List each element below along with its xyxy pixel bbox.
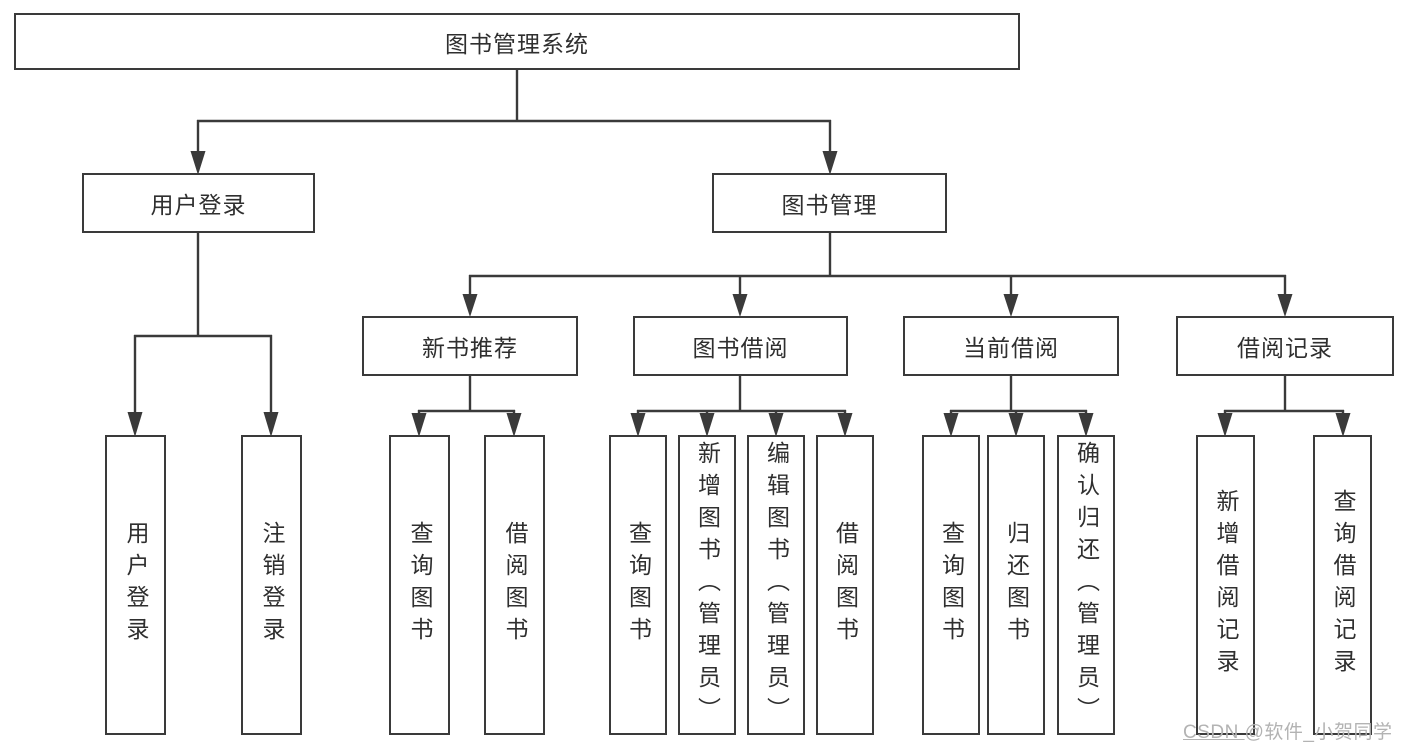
- leaf-bb-borrow-books-label: 借阅图书: [832, 521, 859, 649]
- leaf-bb-add-books-admin: 新增图书（管理员）: [678, 435, 736, 735]
- arrow-new-books: [462, 294, 478, 317]
- leaf-nb-query-books-label: 查询图书: [407, 521, 433, 649]
- arrow-br-add: [1217, 413, 1233, 437]
- arrowheads: [127, 151, 1351, 437]
- leaf-nb-borrow-books-label: 借阅图书: [502, 521, 528, 649]
- csdn-watermark: CSDN @软件_小贺同学: [1183, 717, 1392, 744]
- arrow-nb-query: [411, 413, 427, 437]
- arrow-bb-query: [630, 413, 646, 437]
- leaf-nb-query-books: 查询图书: [389, 435, 450, 735]
- arrow-br-query: [1335, 413, 1351, 437]
- leaf-cb-return-books: 归还图书: [987, 435, 1045, 735]
- node-borrow-records: 借阅记录: [1176, 316, 1394, 376]
- arrow-user-login: [190, 151, 206, 175]
- leaf-bb-add-books-admin-label: 新增图书（管理员）: [694, 441, 721, 729]
- arrow-bb-borrow: [837, 413, 853, 437]
- leaf-br-add-record: 新增借阅记录: [1196, 435, 1255, 735]
- node-root: 图书管理系统: [14, 13, 1020, 70]
- arrow-leaf-login: [127, 412, 143, 437]
- node-borrow-records-label: 借阅记录: [1237, 335, 1333, 361]
- node-user-login-label: 用户登录: [150, 192, 247, 218]
- node-root-label: 图书管理系统: [445, 30, 589, 57]
- node-new-books-label: 新书推荐: [422, 335, 518, 361]
- leaf-cb-confirm-return-admin: 确认归还（管理员）: [1057, 435, 1115, 735]
- node-current-borrow-label: 当前借阅: [963, 335, 1059, 361]
- node-current-borrow: 当前借阅: [903, 316, 1119, 376]
- leaf-cb-query-books-label: 查询图书: [938, 521, 965, 649]
- leaf-cb-query-books: 查询图书: [922, 435, 980, 735]
- arrow-book-mgmt: [822, 151, 838, 175]
- arrow-cb-confirm: [1078, 413, 1094, 437]
- node-book-mgmt: 图书管理: [712, 173, 947, 233]
- node-book-borrow-label: 图书借阅: [692, 335, 789, 361]
- csdn-watermark-prefix: CSDN: [1183, 722, 1245, 743]
- leaf-bb-borrow-books: 借阅图书: [816, 435, 874, 735]
- leaf-br-query-record: 查询借阅记录: [1313, 435, 1372, 735]
- arrow-cb-query: [943, 413, 959, 437]
- leaf-br-add-record-label: 新增借阅记录: [1213, 489, 1239, 681]
- leaf-user-login-label: 用户登录: [123, 521, 149, 649]
- leaf-cb-confirm-return-admin-label: 确认归还（管理员）: [1073, 441, 1100, 729]
- arrow-bb-add: [699, 413, 715, 437]
- arrow-current-borrow: [1003, 294, 1019, 317]
- leaf-logout-label: 注销登录: [259, 521, 285, 649]
- arrow-cb-return: [1008, 413, 1024, 437]
- arrow-leaf-logout: [263, 412, 279, 437]
- arrow-bb-edit: [768, 413, 784, 437]
- leaf-bb-query-books-label: 查询图书: [625, 521, 652, 649]
- node-new-books: 新书推荐: [362, 316, 578, 376]
- leaf-nb-borrow-books: 借阅图书: [484, 435, 545, 735]
- csdn-watermark-handle: @软件_小贺同学: [1244, 722, 1393, 743]
- arrow-book-borrow: [732, 294, 748, 317]
- arrow-borrow-records: [1277, 294, 1293, 317]
- leaf-br-query-record-label: 查询借阅记录: [1330, 489, 1356, 681]
- arrow-nb-borrow: [506, 413, 522, 437]
- leaf-cb-return-books-label: 归还图书: [1003, 521, 1030, 649]
- leaf-bb-edit-books-admin: 编辑图书（管理员）: [747, 435, 805, 735]
- leaf-logout: 注销登录: [241, 435, 302, 735]
- leaf-user-login: 用户登录: [105, 435, 166, 735]
- node-user-login: 用户登录: [82, 173, 315, 233]
- leaf-bb-edit-books-admin-label: 编辑图书（管理员）: [763, 441, 790, 729]
- node-book-borrow: 图书借阅: [633, 316, 848, 376]
- leaf-bb-query-books: 查询图书: [609, 435, 667, 735]
- node-book-mgmt-label: 图书管理: [781, 192, 878, 218]
